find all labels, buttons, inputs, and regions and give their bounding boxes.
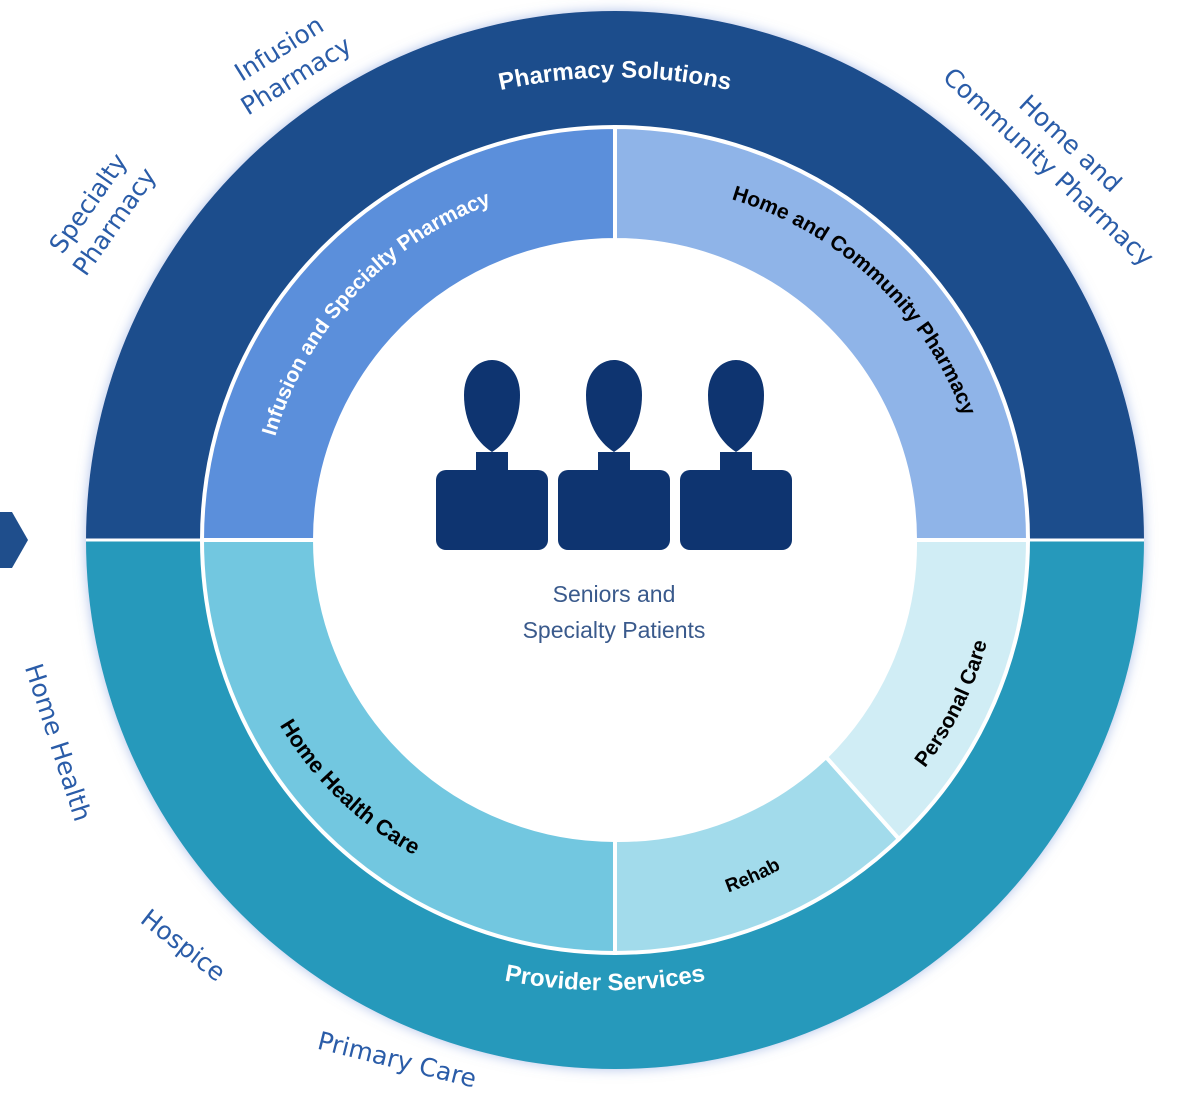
provider-services-ring <box>86 540 1144 1069</box>
home-health-segment <box>199 538 617 956</box>
outer-label-hospice: Hospice <box>135 903 231 987</box>
infusion-specialty-segment <box>199 124 617 542</box>
center-label-line1: Seniors and <box>553 581 676 607</box>
people-group-icon <box>436 360 792 550</box>
pharmacy-solutions-ring <box>86 11 1144 540</box>
center-label-line2: Specialty Patients <box>523 617 706 643</box>
home-community-segment <box>613 124 1031 542</box>
outer-label-specialty: Specialty Pharmacy <box>43 148 162 281</box>
left-chevron-icon <box>0 512 28 568</box>
outer-label-home-health: Home Health <box>19 660 97 825</box>
